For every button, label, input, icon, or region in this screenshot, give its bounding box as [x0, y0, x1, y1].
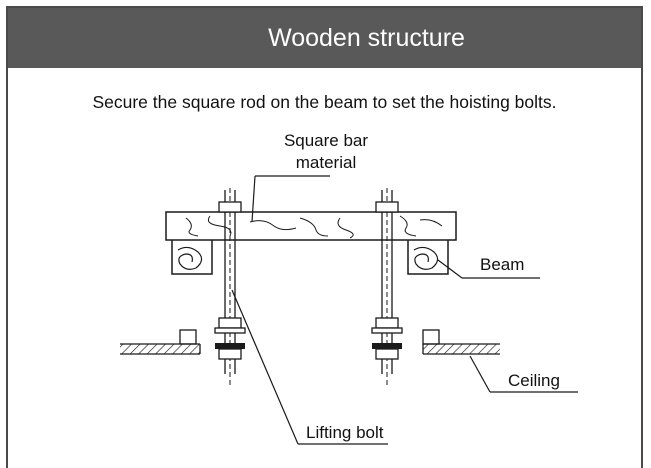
- label-lifting-bolt: Lifting bolt: [306, 423, 384, 442]
- beam-leader: [437, 259, 463, 279]
- label-square-bar-line1: Square bar: [284, 131, 368, 150]
- label-ceiling: Ceiling: [508, 371, 560, 390]
- instruction-text: Secure the square rod on the beam to set…: [92, 92, 557, 112]
- square-bar-leader: [251, 175, 256, 223]
- header-bar: Wooden structure: [8, 8, 641, 68]
- lifting-bolt-leader: [231, 289, 299, 445]
- lifting-bolt-right: [371, 188, 403, 388]
- ceiling-leader: [469, 355, 491, 393]
- label-square-bar-line2: material: [296, 153, 356, 172]
- figure-frame: Wooden structure Secure the square rod o…: [6, 6, 643, 468]
- header-title: Wooden structure: [268, 23, 465, 52]
- ceiling-right: [422, 329, 500, 355]
- ceiling-left: [120, 329, 201, 355]
- beam-right: [407, 235, 449, 275]
- square-bar: [165, 211, 457, 241]
- label-beam: Beam: [480, 255, 524, 274]
- lifting-bolt-left: [214, 188, 246, 388]
- beam-left: [171, 235, 213, 275]
